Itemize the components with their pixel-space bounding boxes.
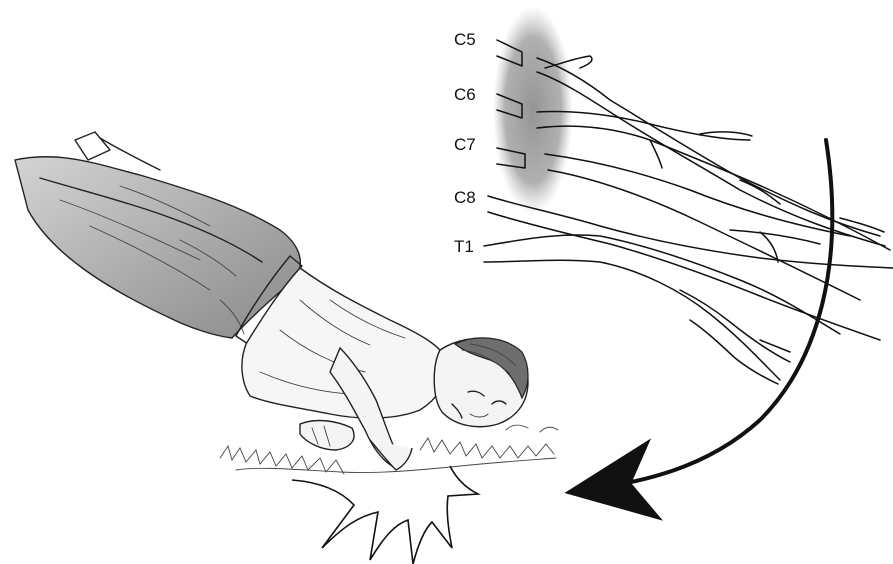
nerve-root-t1 [484,235,840,380]
legs [15,132,302,344]
impact-burst-icon [292,466,478,564]
nerve-root-c7 [497,148,860,300]
root-avulsion-zone [493,6,573,214]
curved-arrow-icon [585,140,832,490]
label-c6: C6 [454,85,476,104]
head [434,338,528,427]
fallen-person [15,132,558,474]
brachial-plexus-diagram: C5 C6 C7 C8 T1 [454,6,893,384]
label-c8: C8 [454,188,476,207]
plexus-cords [680,218,884,384]
label-c7: C7 [454,135,476,154]
label-c5: C5 [454,30,476,49]
label-t1: T1 [454,237,474,256]
shoulder [370,440,412,470]
